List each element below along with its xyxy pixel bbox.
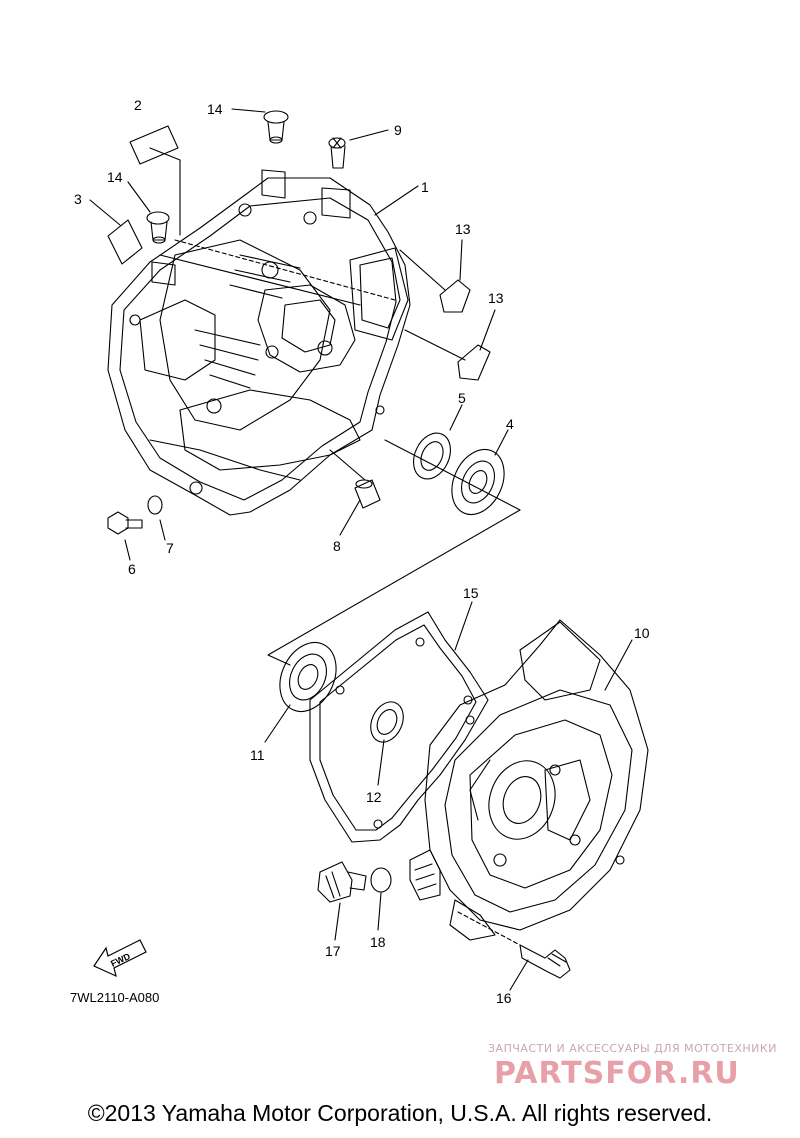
leader-line-14b [127,181,151,213]
callout-15: 15 [463,585,479,601]
callout-11: 11 [250,747,265,763]
callout-4: 4 [506,416,514,432]
leader-line-12 [377,739,385,786]
callout-1: 1 [421,179,429,195]
callout-12: 12 [366,789,382,805]
leader-line-5 [449,404,463,431]
callout-6: 6 [128,561,136,577]
washer-7 [147,495,163,515]
callout-10: 10 [634,625,650,641]
clip-13b [457,344,491,381]
callout-3: 3 [74,191,82,207]
leader-line-10 [604,639,633,691]
crankcase-part [107,169,411,516]
leader-line-13b [404,309,496,361]
label-sticker-2 [129,125,179,165]
grommet-14b [146,211,170,244]
leader-line-18 [377,892,382,931]
leader-line-1 [374,185,419,216]
clip-13a [439,279,471,313]
leader-line-14a [231,108,266,113]
callout-2: 2 [134,97,142,113]
callout-9: 9 [394,122,402,138]
leader-line-9 [349,129,389,141]
bearing-11 [279,642,337,712]
leader-line-7 [159,519,166,541]
oil-seal-12 [370,701,404,743]
callout-14b: 14 [107,169,123,185]
leader-line-13a [399,239,463,291]
leader-line-11 [264,704,291,743]
copyright-notice: ©2013 Yamaha Motor Corporation, U.S.A. A… [87,1100,713,1126]
drain-bolt-6 [107,511,143,535]
assembly-line [267,509,521,666]
callout-14a: 14 [207,101,223,117]
gasket-15 [309,611,489,843]
label-sticker-3 [107,219,143,265]
callout-5: 5 [458,390,466,406]
o-ring-18 [370,867,392,893]
flange-bolt-16 [457,911,571,979]
callout-13b: 13 [488,290,504,306]
exploded-parts-diagram: 1 2 3 4 5 6 7 8 9 10 11 12 13 13 14 14 1… [74,97,650,1006]
leader-line-16 [509,959,529,991]
callout-7: 7 [166,540,174,556]
leader-line-2 [149,147,181,236]
watermark-logo: PARTSFOR.RU [494,1056,740,1091]
leader-line-3 [89,199,121,226]
callout-17: 17 [325,943,341,959]
leader-line-17 [334,902,341,941]
leader-line-8 [329,449,366,536]
oil-seal-5 [413,432,451,480]
bearing-4 [451,449,505,515]
callout-16: 16 [496,990,512,1006]
oil-filler-cap-17 [317,861,367,903]
leader-line-6 [124,539,131,561]
dowel-pin-8 [354,479,381,509]
callout-18: 18 [370,934,386,950]
watermark-tagline: ЗАПЧАСТИ И АКСЕССУАРЫ ДЛЯ МОТОТЕХНИКИ [488,1042,777,1055]
grommet-14a [263,110,289,144]
leader-line-15 [454,601,473,651]
screw-9 [328,137,346,169]
leader-line-4 [384,429,521,511]
callout-13a: 13 [455,221,471,237]
diagram-code: 7WL2110-A080 [70,990,160,1005]
callout-8: 8 [333,538,341,554]
fwd-arrow-icon: FWD [93,939,147,978]
crankcase-cover-10 [409,619,649,941]
